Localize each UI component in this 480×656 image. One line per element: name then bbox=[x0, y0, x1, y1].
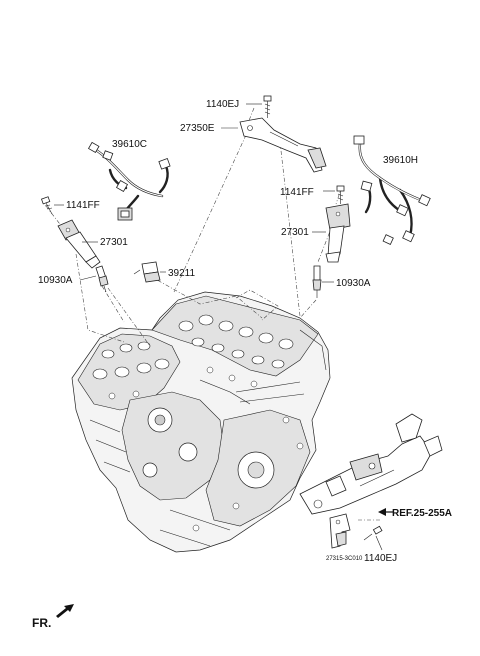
label-bracket: 27350E bbox=[180, 123, 215, 134]
label-front: FR. bbox=[32, 616, 51, 630]
bottom-sensor-part bbox=[329, 513, 351, 549]
label-bolt-bottom: 1140EJ bbox=[364, 553, 397, 564]
label-plug-right: 10930A bbox=[336, 278, 371, 289]
harness-right-part bbox=[353, 135, 431, 245]
label-coil-right: 27301 bbox=[281, 227, 309, 238]
ref-arrow bbox=[378, 508, 394, 516]
label-plug-left: 10930A bbox=[38, 275, 73, 286]
front-arrow-icon bbox=[56, 604, 74, 618]
coil-left-part bbox=[57, 219, 101, 269]
harness-left-part bbox=[87, 141, 171, 221]
engine-block bbox=[71, 291, 331, 553]
label-sensor: 39211 bbox=[168, 268, 196, 279]
label-harness-right: 39610H bbox=[383, 155, 418, 166]
label-bolt-top: 1140EJ bbox=[206, 99, 239, 110]
plug-right-part bbox=[312, 265, 322, 298]
coil-right-part bbox=[325, 203, 351, 263]
bolt-bottom-part bbox=[363, 525, 383, 541]
label-bolt-left: 1141FF bbox=[66, 200, 100, 211]
bolt-left-part bbox=[40, 196, 53, 215]
bolt-right-part bbox=[336, 185, 345, 204]
ref-assembly-part bbox=[299, 413, 443, 515]
front-indicator: FR. bbox=[32, 604, 74, 630]
bracket-part bbox=[239, 117, 327, 173]
sensor-part bbox=[133, 261, 161, 283]
label-bolt-right: 1141FF bbox=[280, 187, 314, 198]
label-coil-left: 27301 bbox=[100, 237, 128, 248]
label-part-code: 27315-3C010 bbox=[326, 556, 363, 562]
label-ref: REF.25-255A bbox=[392, 508, 452, 519]
bolt-top-part bbox=[263, 95, 272, 118]
plug-left-part bbox=[95, 265, 109, 293]
label-harness-left: 39610C bbox=[112, 139, 147, 150]
